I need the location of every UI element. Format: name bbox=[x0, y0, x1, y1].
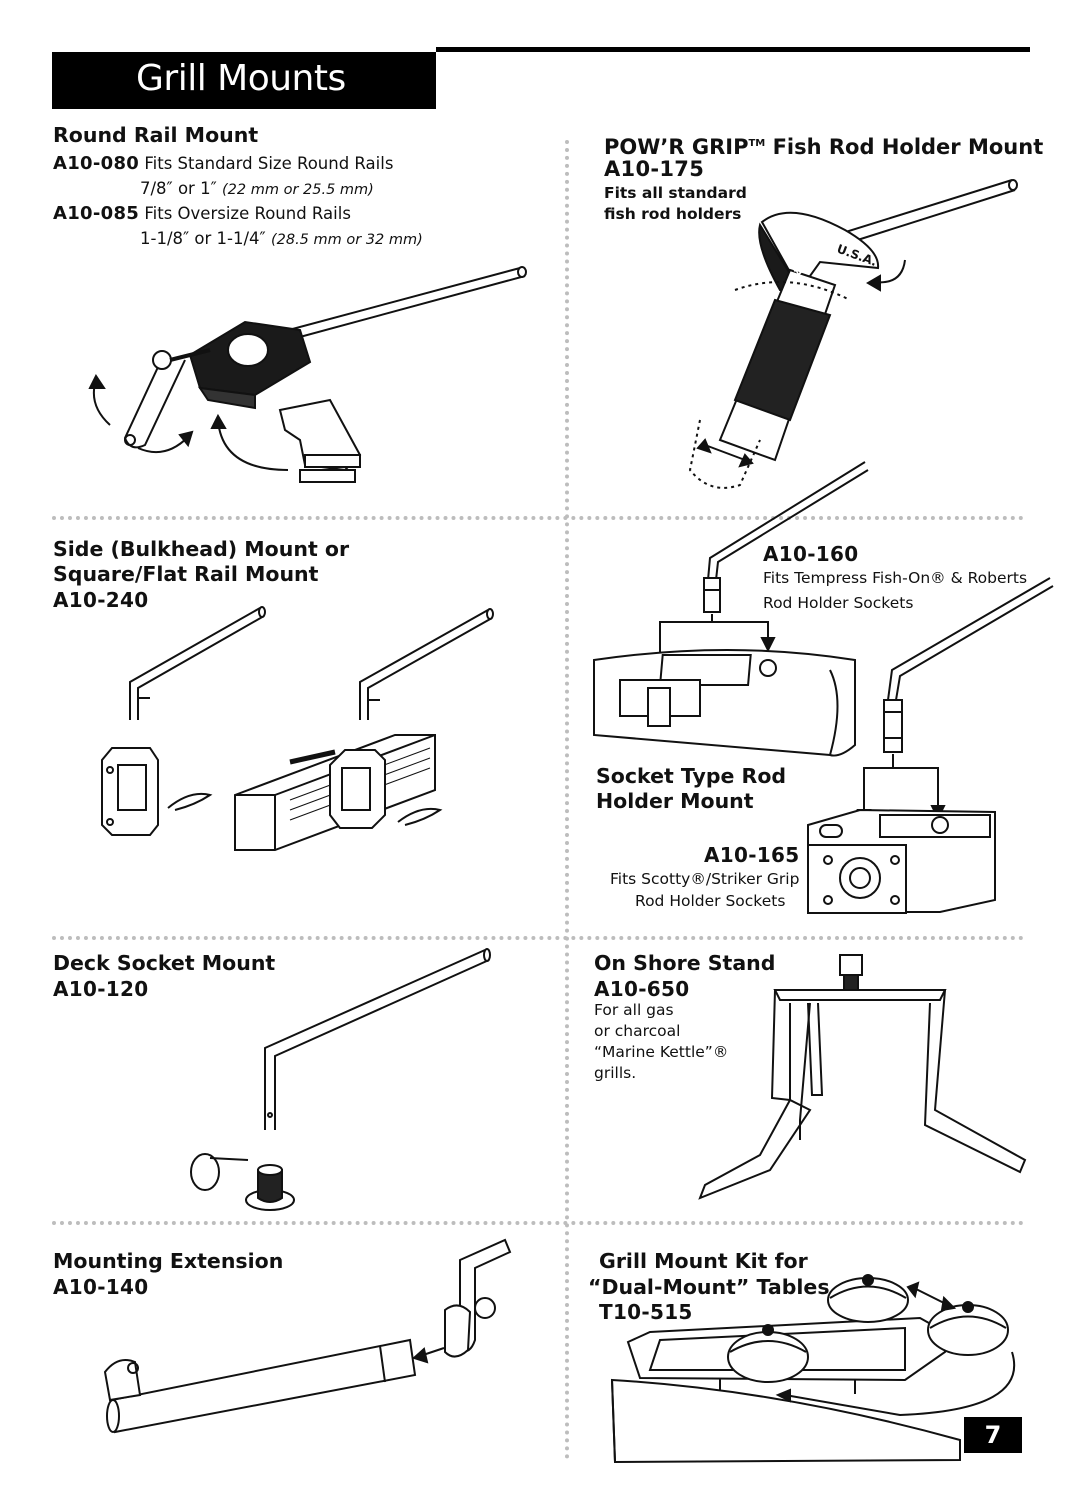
item1-desc: Fits Standard Size Round Rails bbox=[144, 154, 394, 173]
trademark-mark: TM bbox=[748, 138, 766, 149]
extension-heading: Mounting Extension bbox=[53, 1249, 284, 1273]
powr-grip-note-2: fish rod holders bbox=[604, 205, 742, 223]
page-title: Grill Mounts bbox=[136, 58, 346, 99]
socket-b-desc-1: Fits Scotty®/Striker Grip bbox=[610, 870, 800, 888]
socket-a-code: A10-160 bbox=[763, 542, 859, 566]
kit-code: T10-515 bbox=[599, 1300, 693, 1324]
deck-socket-code: A10-120 bbox=[53, 977, 149, 1001]
item2-size: 1-1/8″ or 1-1/4″ bbox=[140, 229, 266, 248]
column-divider bbox=[565, 140, 569, 1460]
kit-heading-2: “Dual-Mount” Tables bbox=[588, 1275, 830, 1299]
row-divider-1 bbox=[52, 516, 1024, 520]
row-divider-2 bbox=[52, 936, 1024, 940]
socket-a-desc-1: Fits Tempress Fish-On® & Roberts bbox=[763, 569, 1028, 587]
item1-metric: (22 mm or 25.5 mm) bbox=[222, 182, 374, 198]
socket-heading-1: Socket Type Rod bbox=[596, 764, 787, 788]
powr-grip-heading: POW’R GRIPTM Fish Rod Holder Mount bbox=[604, 131, 1043, 160]
row-divider-3 bbox=[52, 1221, 1024, 1225]
powr-grip-code: A10-175 bbox=[604, 157, 705, 181]
side-mount-heading-1: Side (Bulkhead) Mount or bbox=[53, 537, 350, 561]
round-rail-item2-size: 1-1/8″ or 1-1/4″ (28.5 mm or 32 mm) bbox=[140, 226, 423, 253]
socket-a-desc-2: Rod Holder Sockets bbox=[763, 594, 914, 612]
item2-code: A10-085 bbox=[53, 203, 140, 224]
item2-desc: Fits Oversize Round Rails bbox=[144, 204, 351, 223]
item1-code: A10-080 bbox=[53, 153, 140, 174]
socket-b-desc-2: Rod Holder Sockets bbox=[635, 892, 786, 910]
page-number: 7 bbox=[964, 1417, 1022, 1453]
round-rail-item2: A10-085 Fits Oversize Round Rails bbox=[53, 201, 351, 226]
deck-socket-heading: Deck Socket Mount bbox=[53, 951, 276, 975]
item2-metric: (28.5 mm or 32 mm) bbox=[270, 232, 423, 248]
round-rail-heading: Round Rail Mount bbox=[53, 123, 259, 147]
shore-stand-heading: On Shore Stand bbox=[594, 951, 776, 975]
powr-grip-note-1: Fits all standard bbox=[604, 184, 747, 202]
side-mount-heading-2: Square/Flat Rail Mount bbox=[53, 562, 319, 586]
shore-stand-code: A10-650 bbox=[594, 977, 690, 1001]
shore-stand-desc-2: or charcoal bbox=[594, 1022, 681, 1040]
kit-heading-1: Grill Mount Kit for bbox=[599, 1249, 808, 1273]
shore-stand-desc-4: grills. bbox=[594, 1064, 637, 1082]
socket-b-code: A10-165 bbox=[704, 843, 800, 867]
shore-stand-desc-1: For all gas bbox=[594, 1001, 674, 1019]
shore-stand-desc-3: “Marine Kettle”® bbox=[594, 1043, 729, 1061]
side-mount-code: A10-240 bbox=[53, 588, 149, 612]
item1-size: 7/8″ or 1″ bbox=[140, 179, 217, 198]
extension-code: A10-140 bbox=[53, 1275, 149, 1299]
powr-grip-heading-rest: Fish Rod Holder Mount bbox=[765, 135, 1044, 159]
round-rail-item1: A10-080 Fits Standard Size Round Rails bbox=[53, 151, 393, 176]
socket-heading-2: Holder Mount bbox=[596, 789, 754, 813]
page-title-bar: Grill Mounts bbox=[52, 52, 436, 109]
round-rail-item1-size: 7/8″ or 1″ (22 mm or 25.5 mm) bbox=[140, 176, 374, 203]
title-rule bbox=[436, 47, 1030, 52]
powr-grip-heading-main: POW’R GRIP bbox=[604, 135, 749, 159]
